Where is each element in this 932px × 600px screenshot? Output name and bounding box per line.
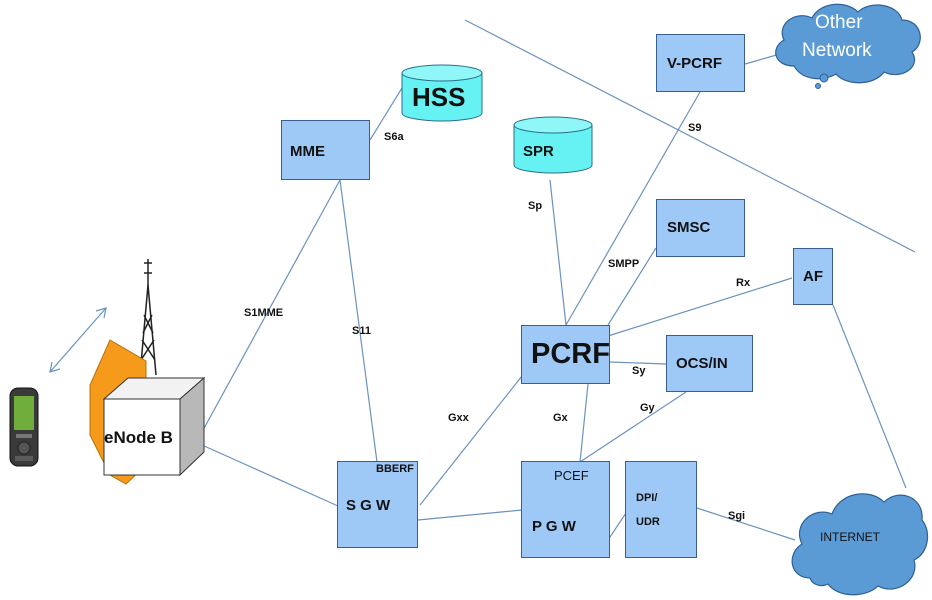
other-network-cloud-icon bbox=[775, 3, 921, 89]
link-sgi bbox=[696, 507, 796, 541]
link-gxx bbox=[419, 375, 523, 506]
iface-s6a-label: S6a bbox=[384, 131, 404, 143]
mobile-phone-icon bbox=[9, 387, 39, 467]
iface-s1mme-label: S1MME bbox=[244, 307, 284, 319]
iface-s11-label: S11 bbox=[352, 325, 371, 337]
link-s6a bbox=[369, 87, 403, 141]
sgw-label: S G W bbox=[346, 497, 391, 514]
iface-smpp-label: SMPP bbox=[608, 258, 640, 270]
other-network-label-2: Network bbox=[802, 40, 872, 61]
antenna-tower-icon bbox=[139, 259, 157, 376]
bberf-label: BBERF bbox=[376, 463, 414, 475]
mme-label: MME bbox=[290, 143, 325, 160]
link-s11 bbox=[339, 179, 378, 463]
vpcrf-label: V-PCRF bbox=[667, 55, 723, 72]
pgw-label: P G W bbox=[532, 518, 576, 535]
radio-link-arrow bbox=[49, 307, 107, 373]
iface-s9-label: S9 bbox=[688, 122, 702, 134]
dpi-label: DPI/ bbox=[636, 492, 658, 504]
pcrf-label: PCRF bbox=[531, 338, 610, 370]
dpi-udr-box: DPI/ UDR bbox=[625, 461, 697, 558]
link-sgw-pgw bbox=[417, 509, 523, 521]
sgw-box: BBERF S G W bbox=[337, 461, 418, 548]
af-box: AF bbox=[793, 248, 833, 305]
enodeb-label: eNode B bbox=[104, 428, 173, 447]
link-gx bbox=[579, 383, 589, 463]
hss-label: HSS bbox=[412, 82, 466, 112]
roaming-boundary-line bbox=[464, 19, 916, 253]
link-pgw-dpi bbox=[607, 509, 629, 541]
internet-cloud-icon bbox=[791, 493, 929, 596]
enodeb-icon bbox=[89, 259, 206, 485]
link-s1mme bbox=[201, 179, 341, 433]
iface-sp-label: Sp bbox=[528, 200, 543, 212]
iface-sy-label: Sy bbox=[632, 365, 646, 377]
spr-label: SPR bbox=[523, 143, 554, 160]
internet-label: INTERNET bbox=[820, 530, 880, 544]
pgw-box: PCEF P G W bbox=[521, 461, 610, 558]
iface-gx-label: Gx bbox=[553, 412, 568, 424]
link-gy bbox=[579, 391, 687, 463]
link-enodeb-sgw bbox=[201, 444, 339, 507]
iface-gxx-label: Gxx bbox=[448, 412, 469, 424]
smsc-label: SMSC bbox=[667, 219, 711, 236]
pcrf-box: PCRF bbox=[521, 325, 610, 384]
vpcrf-box: V-PCRF bbox=[656, 34, 745, 92]
link-rx bbox=[607, 277, 793, 337]
link-sy bbox=[609, 361, 667, 365]
link-sp bbox=[549, 179, 567, 326]
link-smpp bbox=[607, 247, 657, 326]
link-s9 bbox=[565, 91, 701, 326]
iface-sgi-label: Sgi bbox=[728, 510, 746, 522]
iface-rx-label: Rx bbox=[736, 277, 751, 289]
udr-label: UDR bbox=[636, 516, 660, 528]
link-af-internet bbox=[832, 304, 907, 489]
ocs-label: OCS/IN bbox=[676, 355, 728, 372]
iface-gy-label: Gy bbox=[640, 402, 655, 414]
smsc-box: SMSC bbox=[656, 199, 745, 257]
mme-box: MME bbox=[281, 120, 370, 180]
link-vpcrf-othernet bbox=[744, 53, 781, 65]
af-label: AF bbox=[803, 268, 823, 285]
pcef-label: PCEF bbox=[554, 468, 589, 483]
other-network-label-1: Other bbox=[815, 12, 863, 33]
ocs-box: OCS/IN bbox=[666, 335, 753, 392]
hss-database-icon bbox=[401, 64, 483, 122]
spr-database-icon bbox=[513, 116, 593, 174]
